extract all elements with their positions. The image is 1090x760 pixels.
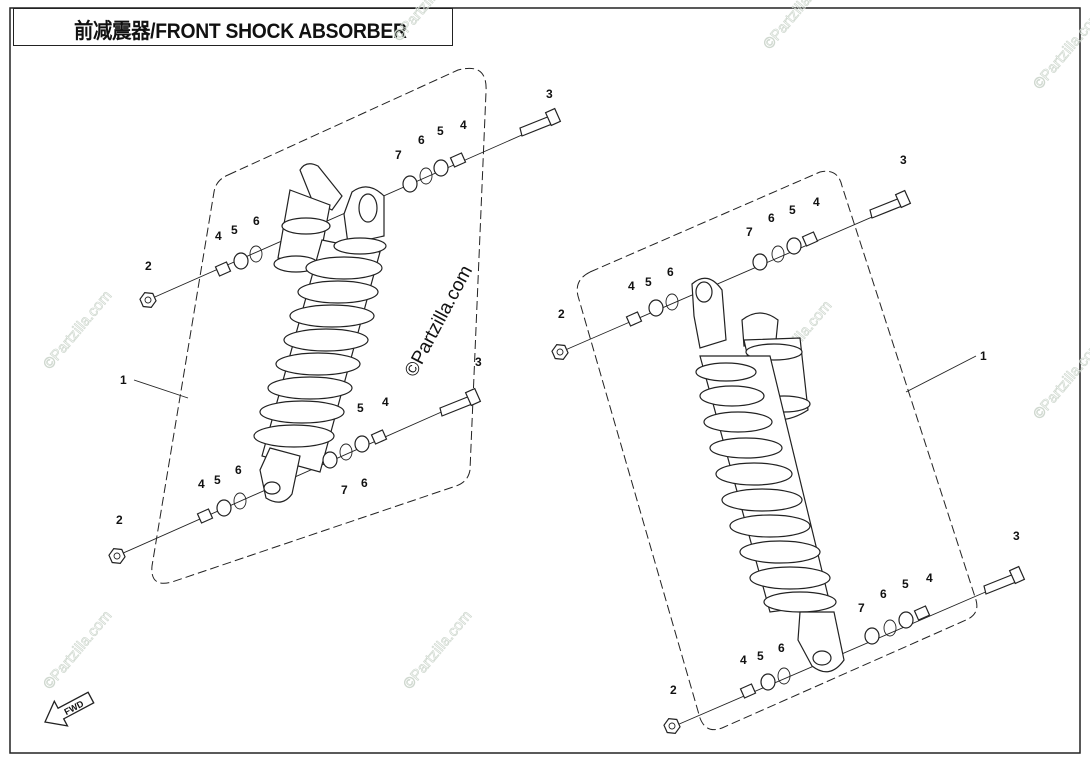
callout-7: 7 — [395, 148, 402, 162]
callout-6: 6 — [778, 641, 785, 655]
callout-5: 5 — [357, 401, 364, 415]
callout-7: 7 — [341, 483, 348, 497]
callout-4: 4 — [740, 653, 747, 667]
callout-5: 5 — [231, 223, 238, 237]
callout-5: 5 — [789, 203, 796, 217]
callout-5: 5 — [757, 649, 764, 663]
left-shock-assembly: 1 2 2 3 3 4 4 4 4 5 5 5 5 6 6 6 6 7 7 — [108, 67, 562, 584]
right-shock-assembly: 1 2 2 3 3 4 4 4 4 5 5 5 5 6 6 6 6 7 7 — [551, 153, 1026, 734]
watermark: ©Partzilla.com — [1030, 337, 1090, 422]
callout-4: 4 — [460, 118, 467, 132]
callout-2: 2 — [558, 307, 565, 321]
top-eyelet — [691, 277, 727, 349]
callout-5: 5 — [437, 124, 444, 138]
left-assembly-boundary — [151, 67, 487, 584]
axis-line — [555, 203, 903, 355]
watermark: ©Partzilla.com — [390, 0, 465, 45]
lower-hardware-right — [663, 565, 1026, 734]
callout-6: 6 — [235, 463, 242, 477]
upper-hardware-right — [551, 189, 912, 360]
callout-4: 4 — [813, 195, 820, 209]
callout-2: 2 — [145, 259, 152, 273]
diagram-frame — [9, 7, 1081, 754]
callout-6: 6 — [418, 133, 425, 147]
leader-line — [905, 355, 977, 393]
callout-6: 6 — [768, 211, 775, 225]
callout-4: 4 — [215, 229, 222, 243]
callout-4: 4 — [382, 395, 389, 409]
callout-6: 6 — [880, 587, 887, 601]
coil-spring — [253, 239, 383, 473]
lower-hardware-left — [108, 387, 482, 564]
callout-4: 4 — [926, 571, 933, 585]
watermark: ©Partzilla.com — [40, 287, 115, 372]
leader-line — [133, 379, 189, 399]
watermark-main: ©Partzilla.com — [401, 262, 477, 380]
callout-6: 6 — [253, 214, 260, 228]
callout-7: 7 — [858, 601, 865, 615]
callout-4: 4 — [628, 279, 635, 293]
callout-5: 5 — [902, 577, 909, 591]
callout-3: 3 — [900, 153, 907, 167]
diagram-title: 前减震器/FRONT SHOCK ABSORBER — [74, 20, 407, 43]
callout-7: 7 — [746, 225, 753, 239]
watermark: ©Partzilla.com — [1030, 7, 1090, 92]
callout-3: 3 — [546, 87, 553, 101]
axis-line — [669, 577, 1019, 729]
callout-6: 6 — [667, 265, 674, 279]
callout-1: 1 — [980, 349, 987, 363]
bottom-eyelet — [797, 611, 845, 673]
callout-2: 2 — [670, 683, 677, 697]
watermark: ©Partzilla.com — [400, 607, 475, 692]
top-eyelet — [333, 186, 387, 255]
upper-hardware-left — [139, 107, 562, 308]
coil-spring — [695, 355, 837, 613]
callout-3: 3 — [1013, 529, 1020, 543]
callout-1: 1 — [120, 373, 127, 387]
title-box: 前减震器/FRONT SHOCK ABSORBER — [13, 8, 453, 46]
bottom-eyelet — [259, 447, 301, 503]
callout-6: 6 — [361, 476, 368, 490]
callout-3: 3 — [475, 355, 482, 369]
callout-2: 2 — [116, 513, 123, 527]
fwd-arrow-icon: FWD — [44, 691, 95, 727]
callout-5: 5 — [214, 473, 221, 487]
callout-4: 4 — [198, 477, 205, 491]
callout-5: 5 — [645, 275, 652, 289]
watermark: ©Partzilla.com — [40, 607, 115, 692]
